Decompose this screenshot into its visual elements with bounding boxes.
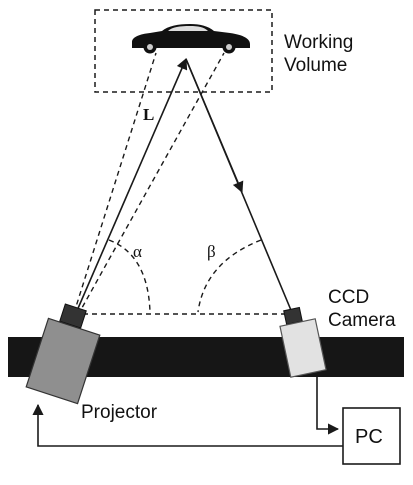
pc-box (342, 407, 401, 465)
working-volume-box (94, 9, 273, 93)
camera-to-pc-link (316, 377, 340, 435)
working-volume-label-line2: Volume (284, 55, 348, 76)
car-icon (132, 24, 250, 54)
angle-arc-alpha (108, 239, 151, 313)
pc-to-projector-link (32, 403, 343, 447)
ccd-camera-label-line1: CCD (328, 287, 370, 308)
projector-icon (25, 303, 101, 405)
angle-beta-label: β (207, 242, 216, 261)
angle-alpha-label: α (133, 242, 142, 261)
distance-label: L (143, 105, 155, 124)
working-volume-label-line1: Working (284, 32, 354, 53)
ccd-camera-label-line2: Camera (328, 310, 396, 331)
projection-field-left (73, 52, 157, 314)
projection-ray (75, 57, 188, 314)
projection-field-right (77, 52, 225, 316)
reflected-ray-arrow (185, 58, 244, 194)
angle-arc-beta (197, 239, 262, 313)
projector-label: Projector (81, 402, 158, 423)
pc-label: PC (355, 426, 383, 448)
ccd-camera-icon (279, 306, 327, 378)
